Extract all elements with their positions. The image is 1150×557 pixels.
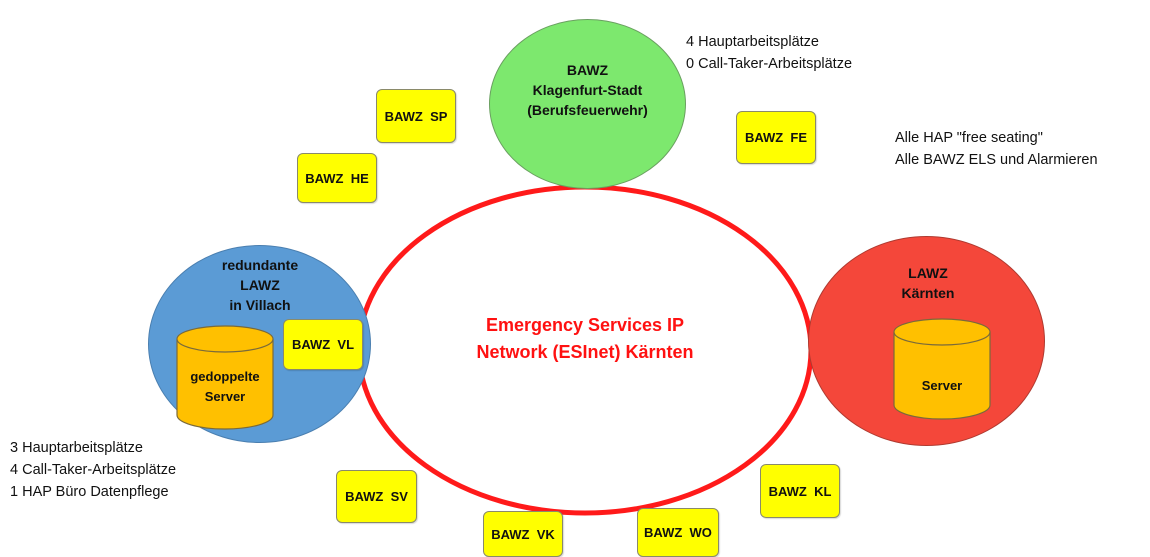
database-icon <box>176 325 274 430</box>
top-node-note-line2: 0 Call-Taker-Arbeitsplätze <box>686 56 853 72</box>
database-icon <box>893 318 991 420</box>
right-node-line2: Kärnten <box>901 285 955 301</box>
left-note-line3: 1 HAP Büro Datenpflege <box>10 484 169 500</box>
left-node-line2: LAWZ <box>240 277 280 293</box>
bawz-fe-box: BAWZ FE <box>736 111 816 164</box>
left-notes: 3 Hauptarbeitsplätze 4 Call-Taker-Arbeit… <box>10 437 176 503</box>
bawz-sv-box: BAWZ SV <box>336 470 417 523</box>
bawz-wo-box: BAWZ WO <box>637 508 719 557</box>
top-node-line2: Klagenfurt-Stadt <box>532 82 643 98</box>
left-server-label: gedoppelte Server <box>176 367 274 407</box>
left-note-line1: 3 Hauptarbeitsplätze <box>10 440 143 456</box>
node-lawz-kaernten-label: LAWZ Kärnten <box>868 263 988 303</box>
top-node-line3: (Berufsfeuerwehr) <box>527 102 648 118</box>
server-cylinder-right: Server <box>893 318 991 421</box>
bawz-he-box: BAWZ HE <box>297 153 377 203</box>
left-server-line1: gedoppelte <box>190 369 260 384</box>
top-node-notes: 4 Hauptarbeitsplätze 0 Call-Taker-Arbeit… <box>686 31 852 75</box>
bawz-kl-box: BAWZ KL <box>760 464 840 518</box>
top-node-note-line1: 4 Hauptarbeitsplätze <box>686 34 819 50</box>
bawz-vl-box: BAWZ VL <box>283 319 363 370</box>
esinet-label-line2: Network (ESInet) Kärnten <box>476 342 694 362</box>
right-server-label: Server <box>893 376 991 396</box>
top-node-line1: BAWZ <box>566 62 609 78</box>
left-server-line2: Server <box>204 389 246 404</box>
node-bawz-klagenfurt-label: BAWZ Klagenfurt-Stadt (Berufsfeuerwehr) <box>489 60 686 120</box>
right-notes: Alle HAP "free seating" Alle BAWZ ELS un… <box>895 127 1098 171</box>
server-cylinder-left: gedoppelte Server <box>176 325 274 431</box>
bawz-vk-box: BAWZ VK <box>483 511 563 557</box>
right-note-line2: Alle BAWZ ELS und Alarmieren <box>895 152 1098 168</box>
esinet-label: Emergency Services IP Network (ESInet) K… <box>435 312 735 366</box>
bawz-sp-box: BAWZ SP <box>376 89 456 143</box>
esinet-label-line1: Emergency Services IP <box>485 315 685 335</box>
left-node-line3: in Villach <box>229 297 291 313</box>
right-note-line1: Alle HAP "free seating" <box>895 130 1043 146</box>
node-lawz-villach-label: redundante LAWZ in Villach <box>190 255 330 315</box>
right-server-line1: Server <box>921 378 963 393</box>
left-node-line1: redundante <box>221 257 299 273</box>
node-bawz-klagenfurt <box>489 19 686 189</box>
left-note-line2: 4 Call-Taker-Arbeitsplätze <box>10 462 177 478</box>
right-node-line1: LAWZ <box>908 265 948 281</box>
